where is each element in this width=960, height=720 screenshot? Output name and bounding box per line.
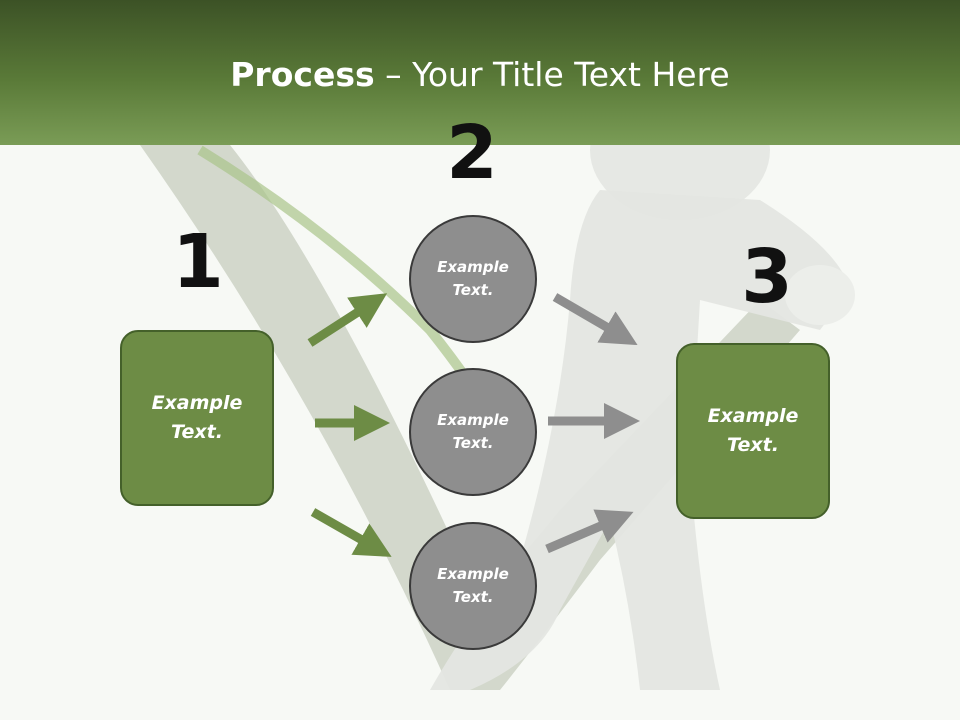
circle-text-bottom: Example Text. bbox=[437, 565, 509, 606]
step-number-1: 1 bbox=[172, 219, 224, 305]
step-circle-bottom: Example Text. bbox=[409, 522, 537, 650]
figure-body bbox=[430, 190, 850, 690]
step-circle-middle: Example Text. bbox=[409, 368, 537, 496]
step-circle-top: Example Text. bbox=[409, 215, 537, 343]
step-number-3: 3 bbox=[741, 234, 793, 320]
slide-title: Process – Your Title Text Here bbox=[0, 52, 960, 98]
title-rest: – Your Title Text Here bbox=[374, 55, 730, 94]
circle-text-top: Example Text. bbox=[437, 258, 509, 299]
arrow-left-to-top bbox=[307, 293, 388, 347]
left-step-box: Example Text. bbox=[120, 330, 274, 506]
right-step-text: Example Text. bbox=[707, 405, 799, 456]
step-number-2: 2 bbox=[446, 110, 498, 196]
header-bar bbox=[0, 0, 960, 145]
title-bold: Process bbox=[230, 55, 375, 94]
arrow-bottom-to-right bbox=[545, 509, 634, 554]
circle-text-middle: Example Text. bbox=[437, 411, 509, 452]
left-step-text: Example Text. bbox=[151, 392, 243, 443]
checkmark-shape bbox=[140, 145, 800, 690]
arrow-top-to-right bbox=[552, 293, 638, 346]
figure-hand bbox=[785, 265, 855, 325]
right-step-box: Example Text. bbox=[676, 343, 830, 519]
arrow-left-to-bottom bbox=[310, 508, 392, 557]
